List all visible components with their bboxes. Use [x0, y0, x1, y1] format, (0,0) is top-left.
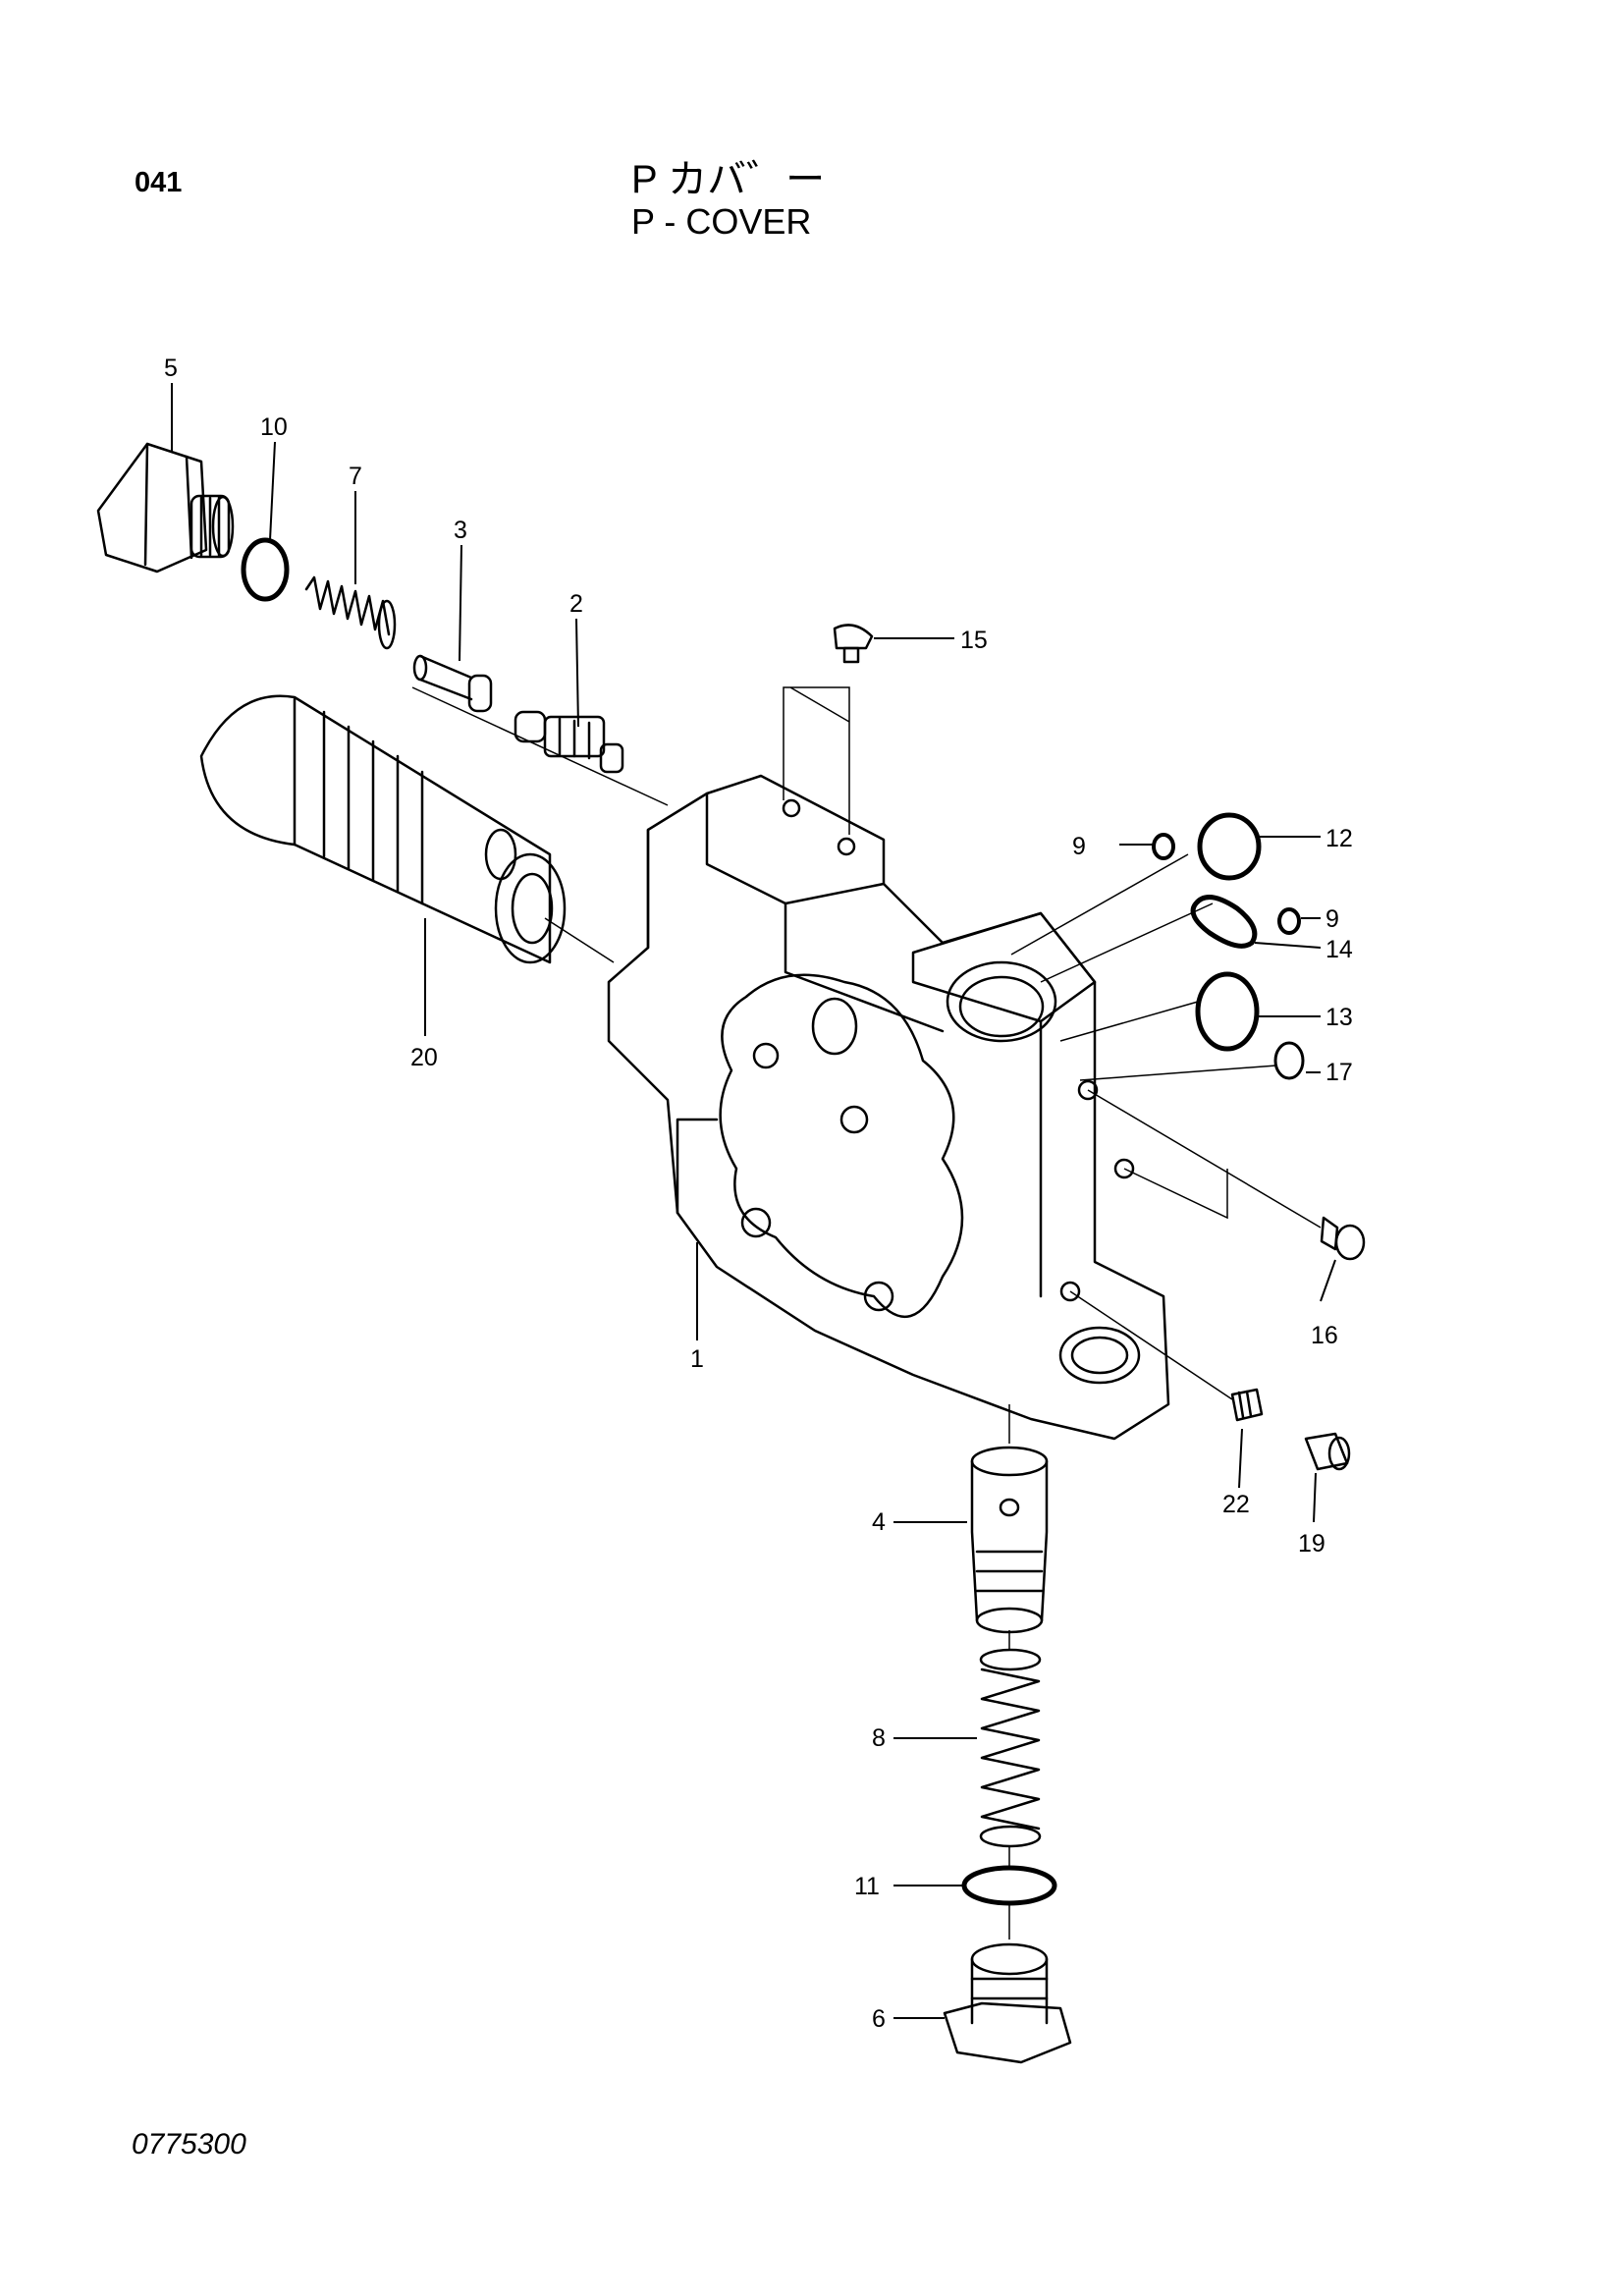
- part-1-cover-body: [607, 774, 1170, 1441]
- callout-19: 17: [1325, 1059, 1353, 1086]
- part-3-pin: [412, 654, 493, 713]
- part-4-sleeve: [970, 1446, 1049, 1634]
- part-17-plug: [1304, 1432, 1351, 1471]
- part-9b-o-ring: [1277, 907, 1301, 935]
- callout-15: 15: [960, 627, 988, 654]
- callout-5: 5: [164, 355, 178, 382]
- callout-16: 16: [1311, 1322, 1338, 1349]
- part-22-set-screw: [1230, 1388, 1264, 1422]
- callout-12: 12: [1325, 825, 1353, 852]
- callout-6: 6: [872, 2005, 886, 2033]
- part-9a-o-ring: [1152, 833, 1175, 860]
- callout-9a: 9: [1072, 833, 1086, 860]
- callout-10: 10: [260, 413, 288, 441]
- part-5-hex-plug: [96, 442, 235, 574]
- page-number: 041: [135, 167, 183, 198]
- part-19-ring: [1273, 1041, 1305, 1080]
- callout-4: 4: [872, 1508, 886, 1536]
- callout-8: 8: [872, 1724, 886, 1752]
- callout-22: 22: [1222, 1491, 1250, 1518]
- page-title-en: P - COVER: [631, 201, 812, 242]
- callout-9b: 9: [1325, 905, 1339, 933]
- callout-13: 13: [1325, 1004, 1353, 1031]
- page-title-jp: P カバ゛ー: [631, 158, 826, 201]
- callout-2: 2: [569, 590, 583, 618]
- part-14-seal: [1190, 895, 1258, 949]
- callout-3: 3: [454, 517, 467, 544]
- part-10-o-ring: [241, 537, 290, 602]
- part-13-o-ring: [1195, 971, 1260, 1052]
- drawing-code: 0775300: [132, 2128, 246, 2160]
- callout-20: 20: [410, 1044, 438, 1071]
- part-12-o-ring: [1197, 812, 1262, 881]
- callout-17: 19: [1298, 1530, 1325, 1558]
- part-16-plug: [1320, 1216, 1366, 1261]
- callout-11: 11: [854, 1873, 880, 1900]
- part-7-spring: [304, 575, 397, 650]
- part-11-o-ring: [961, 1865, 1057, 1906]
- part-15-screw: [833, 624, 874, 664]
- callout-7: 7: [349, 463, 362, 490]
- part-20-cartridge: [199, 694, 567, 964]
- part-2-poppet: [514, 710, 624, 774]
- callout-14: 14: [1325, 936, 1353, 963]
- callout-1: 1: [690, 1345, 704, 1373]
- part-6-hex-plug: [943, 1942, 1072, 2064]
- part-8-spring: [979, 1648, 1042, 1848]
